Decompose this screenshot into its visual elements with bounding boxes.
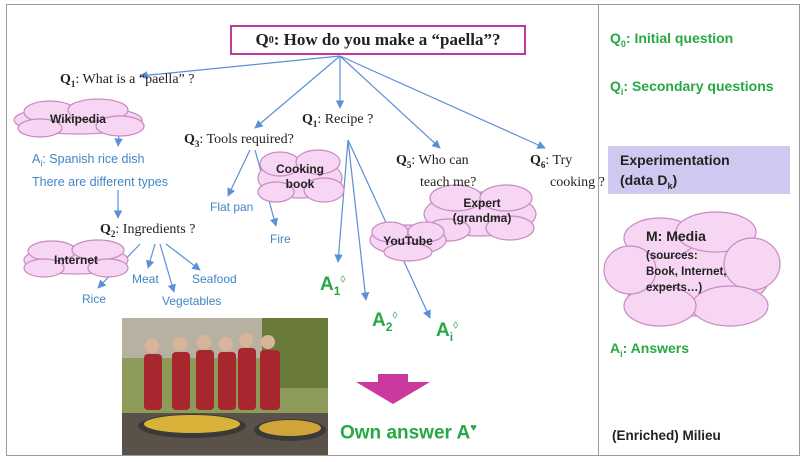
arrow-recipe-to-a1	[334, 139, 349, 263]
leaf-meat: Meat	[132, 272, 159, 286]
arrow-q2-to-vegetables	[159, 243, 176, 293]
question-recipe: Q1: Recipe ?	[302, 112, 374, 129]
answer-ai: Ai◊	[436, 320, 459, 344]
legend-milieu: (Enriched) Milieu	[612, 428, 721, 443]
media-cloud	[603, 211, 781, 327]
legend-media-title: M: Media	[646, 228, 706, 244]
youtube-label: YouTube	[383, 234, 433, 248]
cooking-group-photo	[122, 318, 328, 455]
wikipedia-label: Wikipedia	[50, 112, 106, 126]
question-q6: Q6: Try cooking ?	[530, 153, 605, 190]
leaf-rice: Rice	[82, 292, 107, 306]
answer-spanish-rice: Ai: Spanish rice dish There are differen…	[32, 152, 168, 189]
q0-label: Q	[255, 30, 269, 49]
question-q5: Q5: Who can teach me?	[396, 153, 477, 190]
leaf-fire: Fire	[270, 232, 291, 246]
question-q1: Q1: What is a “paella” ?	[60, 72, 195, 89]
arrow-q0-to-q5	[339, 55, 441, 149]
arrow-q2-to-seafood	[165, 243, 201, 271]
wikipedia-cloud	[13, 98, 145, 138]
youtube-cloud	[369, 221, 447, 262]
arrow-q0-to-q1	[139, 55, 341, 80]
leaf-flat-pan: Flat pan	[210, 200, 254, 214]
expert-label: Expert(grandma)	[452, 196, 512, 225]
big-down-arrow	[356, 374, 430, 404]
leaf-vegetables: Vegetables	[162, 294, 222, 308]
internet-label: Internet	[53, 253, 98, 267]
legend-experimentation: Experimentation (data Dk)	[620, 152, 730, 191]
internet-cloud	[23, 239, 129, 278]
photo-illustration	[122, 318, 328, 455]
question-q3: Q3: Tools required?	[184, 132, 294, 149]
legend-answers: Ai: Answers	[610, 340, 690, 359]
experimentation-box	[608, 146, 790, 194]
own-answer: Own answer A♥	[340, 422, 477, 444]
answer-a1: A1◊	[320, 274, 346, 298]
outer-frame	[6, 4, 800, 456]
arrow-q0-to-q6	[339, 55, 546, 149]
arrow-q3-to-flatpan	[227, 149, 251, 197]
question-q2: Q2: Ingredients ?	[100, 222, 196, 239]
arrow-q0-to-q3	[254, 55, 341, 129]
cooking-book-cloud	[257, 149, 345, 203]
legend-divider	[598, 4, 599, 456]
arrow-q2-to-meat	[146, 243, 156, 269]
legend-secondary-questions: Qi: Secondary questions	[610, 78, 774, 97]
arrow-recipe-to-a2	[347, 139, 370, 301]
q0-text: : How do you make a “paella”?	[273, 30, 501, 49]
legend-initial-question: Q0: Initial question	[610, 30, 734, 49]
legend-media-sources: (sources: Book, Internet, experts…)	[646, 250, 727, 294]
q0-sub: 0	[268, 34, 274, 46]
leaf-seafood: Seafood	[192, 272, 237, 286]
answer-a2: A2◊	[372, 310, 398, 334]
